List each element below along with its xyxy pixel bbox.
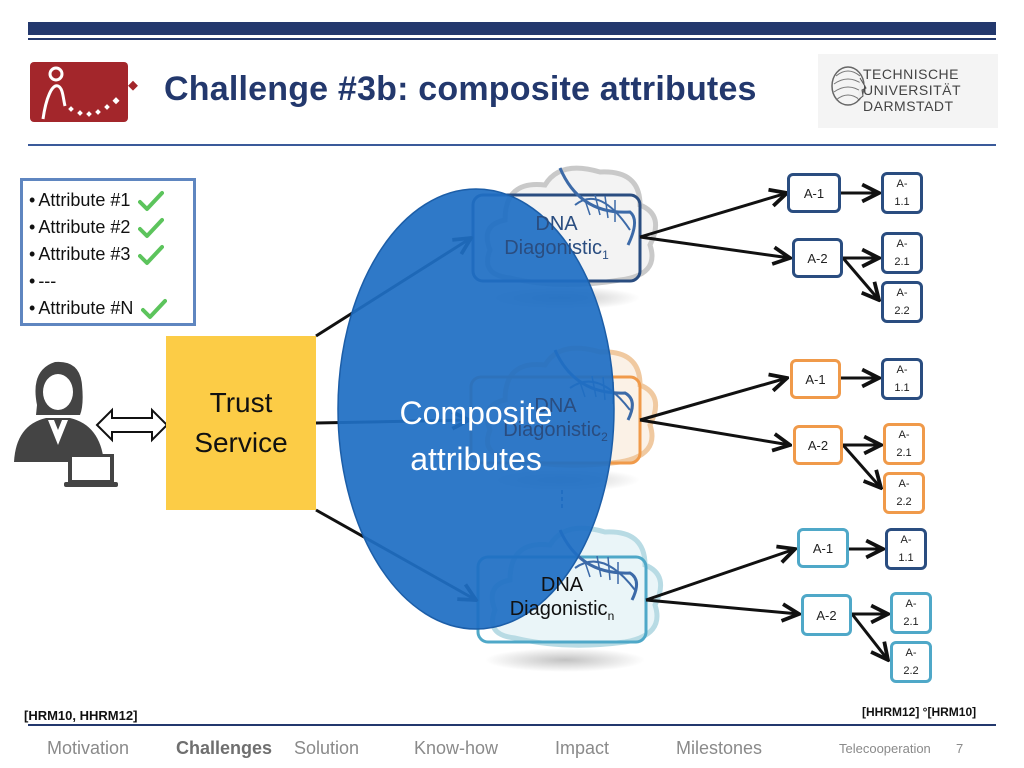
arrow-s1-a22 xyxy=(841,257,879,300)
reference-left: [HRM10, HHRM12] xyxy=(24,708,138,723)
service-label-n: DNA Diagonisticn xyxy=(509,574,615,623)
arrow-sn-a22 xyxy=(850,613,888,660)
nav-know-how[interactable]: Know-how xyxy=(414,738,499,758)
check-icon xyxy=(141,298,168,319)
arrow-sn-a2 xyxy=(645,598,799,614)
composite-attributes-ellipse xyxy=(337,188,615,630)
arrow-s1-a1 xyxy=(639,193,787,239)
person-path-icon xyxy=(41,66,138,120)
group-name: Telecooperation xyxy=(839,741,931,756)
page-title: Challenge #3b: composite attributes xyxy=(164,70,757,108)
service-label-1: DNA Diagonistic1 xyxy=(504,213,609,262)
dna-icon-1 xyxy=(558,167,636,246)
arrow-s2-a22 xyxy=(841,444,881,488)
attr-node-s1-a1: A-1 xyxy=(787,173,841,213)
attr-node-sn-a1: A-1 xyxy=(797,528,849,568)
nav-motivation[interactable]: Motivation xyxy=(47,738,130,758)
attr-node-s2-a2: A-2 xyxy=(793,425,843,465)
list-item: •Attribute #2 xyxy=(29,214,193,241)
attr-node-s2-a11: A-1.1 xyxy=(881,358,923,400)
attribute-list: •Attribute #1 •Attribute #2 •Attribute #… xyxy=(20,178,196,326)
list-item: •Attribute #N xyxy=(29,295,193,322)
footer-rule xyxy=(28,724,996,726)
tu-darmstadt-logo xyxy=(818,54,998,128)
check-icon xyxy=(138,217,165,238)
arrow-s2-a2 xyxy=(639,418,790,445)
list-item: •Attribute #1 xyxy=(29,187,193,214)
attr-node-s1-a22: A-2.2 xyxy=(881,281,923,323)
title-rule xyxy=(28,144,996,146)
attr-node-sn-a2: A-2 xyxy=(801,594,852,636)
header-rule xyxy=(28,38,996,40)
attr-node-s1-a21: A-2.1 xyxy=(881,232,923,274)
attr-node-s2-a21: A-2.1 xyxy=(883,423,925,465)
check-icon xyxy=(138,190,165,211)
businesswoman-laptop-icon xyxy=(14,361,118,487)
arrow-s2-a1 xyxy=(639,378,787,422)
nav-solution[interactable]: Solution xyxy=(294,738,360,758)
attr-node-s1-a2: A-2 xyxy=(792,238,843,278)
list-item: •Attribute #3 xyxy=(29,241,193,268)
attr-node-sn-a22: A-2.2 xyxy=(890,641,932,683)
attr-node-s2-a1: A-1 xyxy=(790,359,841,399)
page-number: 7 xyxy=(956,741,964,756)
nav-challenges[interactable]: Challenges xyxy=(176,738,273,758)
header-bar xyxy=(28,22,996,35)
arrow-s1-a2 xyxy=(639,235,790,258)
composite-attributes-label: Composite attributes xyxy=(399,395,553,477)
nav-impact[interactable]: Impact xyxy=(555,738,610,758)
attr-node-s1-a11: A-1.1 xyxy=(881,172,923,214)
attr-node-sn-a21: A-2.1 xyxy=(890,592,932,634)
attr-node-sn-a11: A-1.1 xyxy=(885,528,927,570)
service-label-2: DNA Diagonistic2 xyxy=(503,395,608,444)
check-icon xyxy=(138,244,165,265)
challenge-logo xyxy=(30,62,138,122)
bidirectional-arrow-icon xyxy=(95,407,169,443)
athena-head-icon xyxy=(831,66,867,106)
attr-node-s2-a22: A-2.2 xyxy=(883,472,925,514)
arrow-sn-a1 xyxy=(645,549,795,602)
list-item: •--- xyxy=(29,271,57,291)
reference-right: [HHRM12] °[HRM10] xyxy=(862,705,977,719)
university-name: TECHNISCHE UNIVERSITÄT DARMSTADT xyxy=(863,66,962,114)
nav-milestones[interactable]: Milestones xyxy=(676,738,763,758)
